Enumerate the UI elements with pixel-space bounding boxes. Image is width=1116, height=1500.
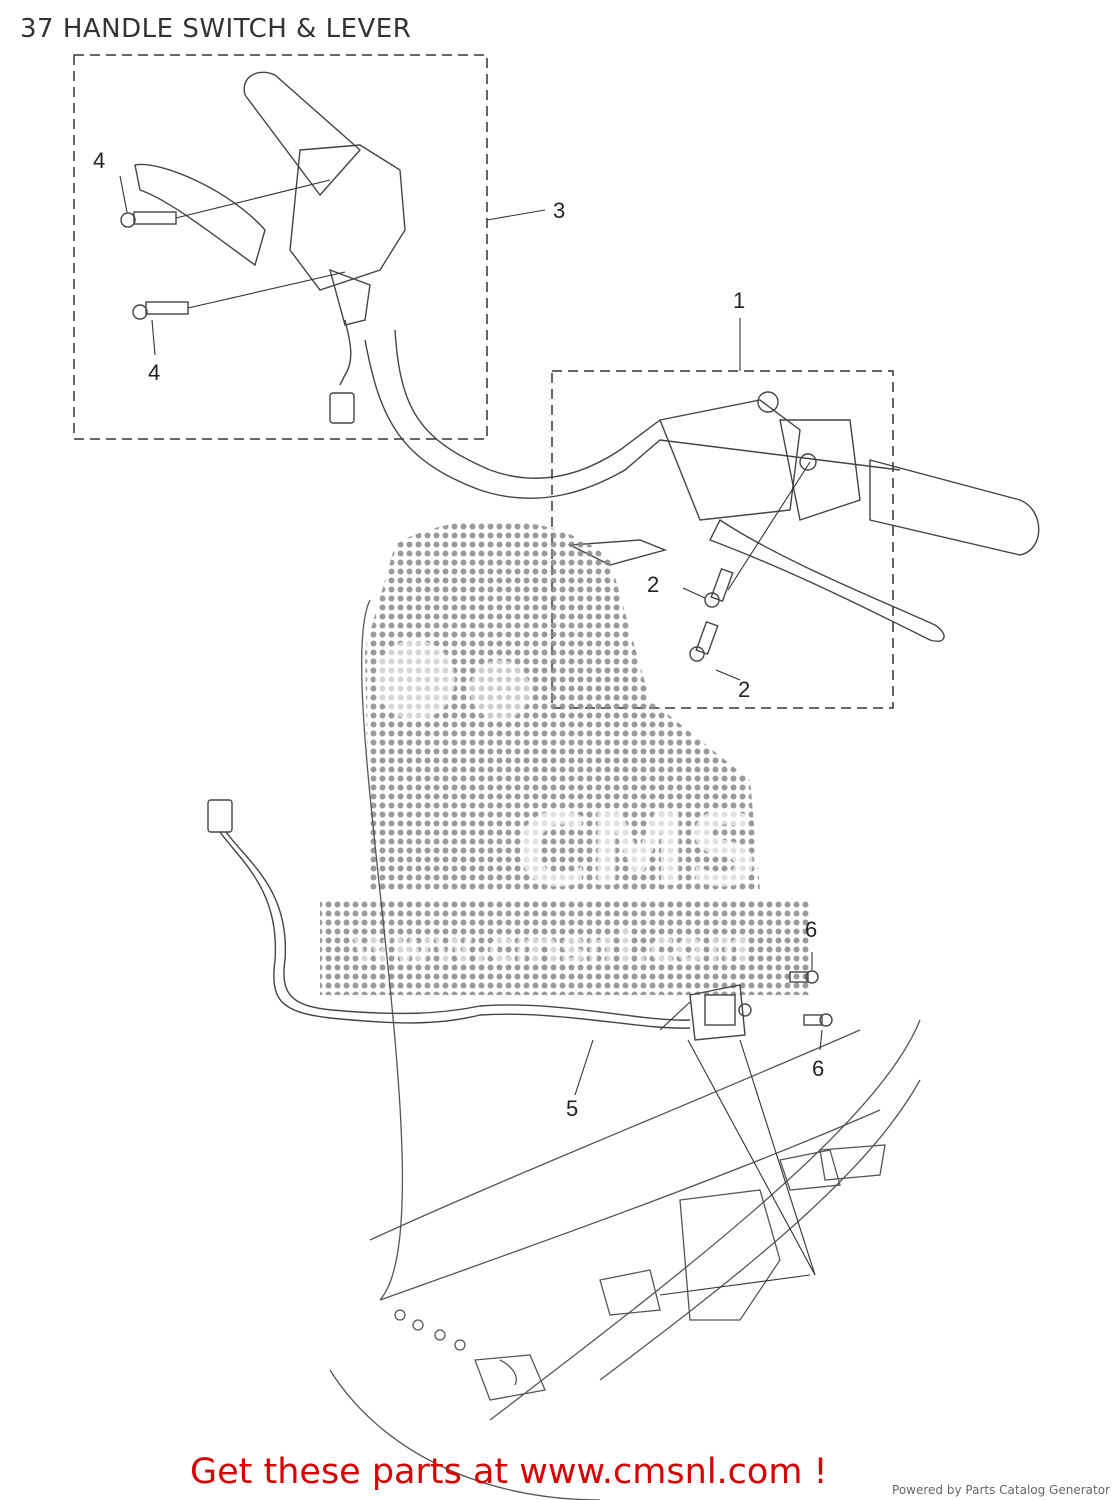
leader-lines <box>119 175 823 1296</box>
callout-2-upper: 2 <box>647 572 659 597</box>
brake-switch-cable <box>207 799 691 1029</box>
callout-4-lower: 4 <box>148 360 160 385</box>
screw-4-lower <box>132 301 189 320</box>
page-title: 37 HANDLE SWITCH & LEVER <box>20 14 412 44</box>
watermark-url-text: www.cmsnl.com <box>352 922 751 973</box>
frame-and-caliper <box>329 599 921 1500</box>
callout-6-lower: 6 <box>812 1056 824 1081</box>
handlebar <box>364 329 901 499</box>
brake-switch <box>689 984 752 1041</box>
callout-2-lower: 2 <box>738 677 750 702</box>
callout-4-upper: 4 <box>93 148 105 173</box>
footer-credit: Powered by Parts Catalog Generator <box>892 1483 1110 1497</box>
screw-6-upper <box>789 970 819 984</box>
callout-5: 5 <box>566 1096 578 1121</box>
group-box-left-switch <box>73 54 488 440</box>
left-switch-assembly <box>134 71 406 424</box>
cable-connector <box>207 799 233 833</box>
footer-cta-link[interactable]: Get these parts at www.cmsnl.com ! <box>190 1452 828 1492</box>
left-connector <box>329 392 355 424</box>
right-lever-assembly <box>567 391 1040 642</box>
callout-6-upper: 6 <box>805 917 817 942</box>
screw-2-upper <box>704 567 734 608</box>
screw-6-lower <box>803 1013 833 1027</box>
screw-4-upper <box>120 211 177 228</box>
screw-2-lower <box>689 620 719 662</box>
watermark-logo: CMS www.cmsnl.com <box>320 520 810 995</box>
callout-3: 3 <box>553 198 565 223</box>
watermark-logo-text: CMS <box>515 792 760 909</box>
callout-1: 1 <box>733 288 745 313</box>
